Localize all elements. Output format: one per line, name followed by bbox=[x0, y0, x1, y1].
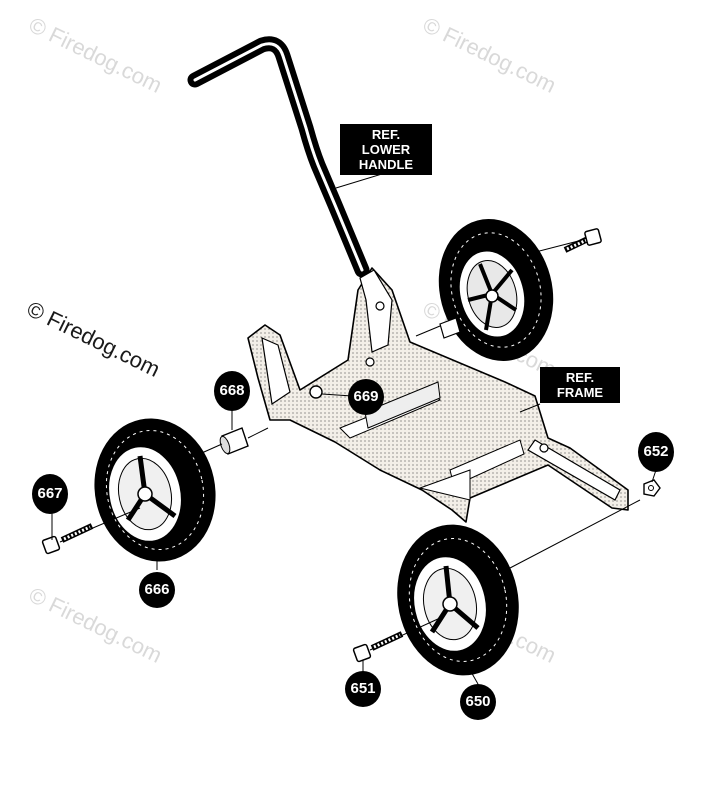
nut-652 bbox=[643, 479, 661, 497]
callout-667[interactable]: 667 bbox=[32, 474, 68, 514]
ref-lower-handle-line-3: HANDLE bbox=[358, 157, 414, 172]
bolt-rear-right bbox=[519, 228, 602, 257]
wheel-rear-right bbox=[438, 218, 554, 362]
ref-frame-line-2: FRAME bbox=[556, 385, 604, 400]
callout-650[interactable]: 650 bbox=[460, 684, 496, 720]
spacer-rear bbox=[415, 317, 461, 339]
callout-668[interactable]: 668 bbox=[214, 371, 250, 411]
bolt-667 bbox=[41, 507, 141, 555]
ref-lower-handle-line-2: LOWER bbox=[361, 142, 411, 157]
wheel-650 bbox=[397, 499, 641, 676]
frame bbox=[247, 267, 629, 523]
callout-666[interactable]: 666 bbox=[139, 572, 175, 608]
wheel-666 bbox=[94, 418, 216, 562]
spacer-668 bbox=[185, 427, 269, 461]
bolt-651 bbox=[352, 617, 441, 663]
ref-lower-handle-line-1: REF. bbox=[371, 127, 401, 142]
nut-669 bbox=[309, 385, 323, 399]
ref-lower-handle-label: REF. LOWER HANDLE bbox=[340, 124, 432, 175]
callout-652[interactable]: 652 bbox=[638, 432, 674, 472]
leader-lines bbox=[51, 173, 657, 685]
ref-frame-line-1: REF. bbox=[565, 370, 595, 385]
lower-handle bbox=[187, 36, 370, 278]
callout-669[interactable]: 669 bbox=[348, 379, 384, 415]
ref-frame-label: REF. FRAME bbox=[540, 367, 620, 403]
callout-651[interactable]: 651 bbox=[345, 671, 381, 707]
